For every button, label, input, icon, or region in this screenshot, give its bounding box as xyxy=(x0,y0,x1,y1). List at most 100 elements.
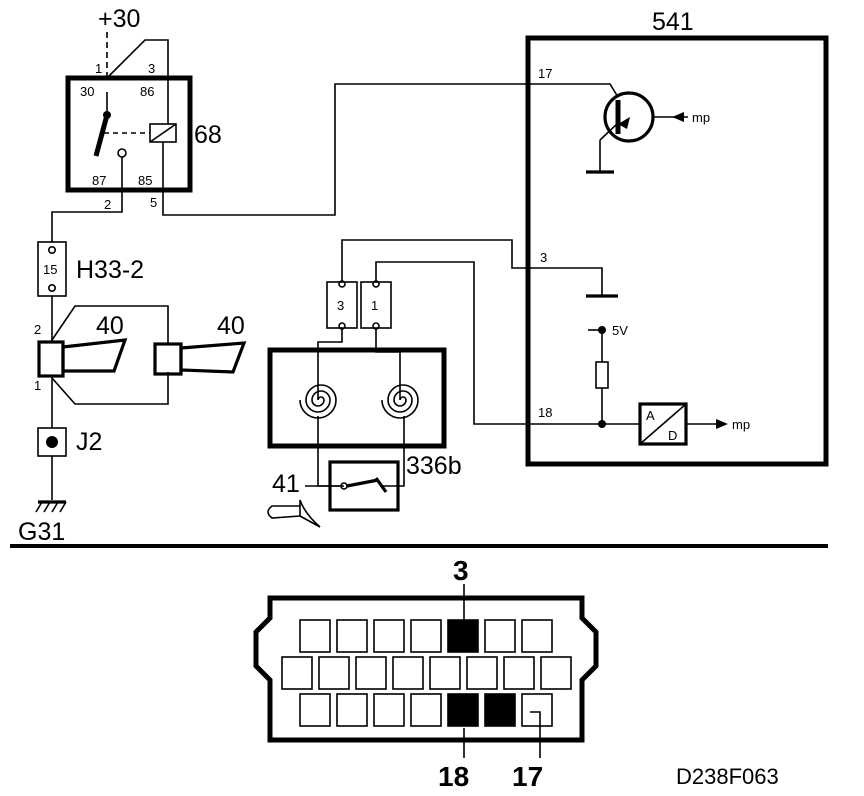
ecu-label: 541 xyxy=(652,8,694,36)
relay-input-link xyxy=(106,39,169,79)
relay-pin-3: 3 xyxy=(148,61,155,76)
connector-pin-r1-4 xyxy=(410,619,442,653)
relay-68: +30 1 3 30 86 87 85 68 2 5 xyxy=(65,5,222,212)
adc-output-arrow xyxy=(716,419,728,429)
connector-pin-r3-3 xyxy=(373,693,405,727)
relay-switch-arm xyxy=(93,114,110,157)
wiring xyxy=(51,83,619,500)
transistor-circle xyxy=(603,91,655,143)
pressure-switch-lever xyxy=(374,477,388,493)
sensor-336b: 3 1 336b xyxy=(267,280,462,512)
horn41-label: 41 xyxy=(272,470,300,498)
adc-d-label: D xyxy=(668,428,677,443)
connector-shell xyxy=(253,595,599,743)
relay-box xyxy=(65,75,193,193)
relay-pin-86: 86 xyxy=(140,84,154,99)
sensor-conn-1-top-pin xyxy=(372,280,380,288)
horn-left-bell xyxy=(61,338,128,373)
wire-horn-return xyxy=(51,372,169,405)
ground-label: G31 xyxy=(18,518,65,546)
sensor-conn-3-top-pin xyxy=(338,280,346,288)
pullup-resistor xyxy=(595,361,609,389)
connector-pin-r3-2 xyxy=(336,693,368,727)
ground-hatch-2 xyxy=(43,501,51,513)
relay-out-pin-2: 2 xyxy=(104,197,111,212)
horn-connector-pin-1: 1 xyxy=(34,378,41,393)
connector-pin-r2-5 xyxy=(429,656,461,690)
relay-coil-slash xyxy=(149,123,177,143)
sensor-coil-left xyxy=(299,384,337,419)
ground-g31: G31 xyxy=(18,500,67,546)
ecu-mp-bottom: mp xyxy=(732,417,750,432)
connector-pin-r2-6 xyxy=(466,656,498,690)
sensor-body xyxy=(267,347,447,449)
fuse-h33-2: 15 H33-2 xyxy=(37,241,144,297)
ecu-541: 541 17 mp 3 5V 18 A D mp xyxy=(525,8,829,467)
sensor-coil-right xyxy=(381,384,419,419)
sensor-connector-1 xyxy=(360,281,392,329)
connector-pin-r3-6 xyxy=(484,693,516,727)
supply-label: +30 xyxy=(98,5,140,33)
wire-ecu-17-to-transistor xyxy=(528,83,619,98)
wire-sensor-1-to-ecu-18 xyxy=(375,261,528,425)
horn-connector-pin-2: 2 xyxy=(34,322,41,337)
wire-relay-to-ecu-17 xyxy=(162,83,528,216)
ecu-pin-3: 3 xyxy=(540,250,547,265)
connector-row-2 xyxy=(281,656,572,690)
ecu-mp-top: mp xyxy=(692,110,710,125)
connector-pin-r2-7 xyxy=(503,656,535,690)
sensor-connector-3 xyxy=(326,281,358,329)
connector-pin-r2-4 xyxy=(392,656,424,690)
relay-pin-87: 87 xyxy=(92,173,106,188)
wire-coil-to-switch-right xyxy=(380,416,405,487)
ecu-pin-18: 18 xyxy=(538,405,552,420)
horn-41: 41 xyxy=(267,470,344,528)
ground-hatch-1 xyxy=(35,501,43,513)
connector-pin-r3-4 xyxy=(410,693,442,727)
connector-row-3 xyxy=(299,693,553,727)
ecu-pin-17: 17 xyxy=(538,66,552,81)
connector-pin-r1-6 xyxy=(484,619,516,653)
horn41-bell xyxy=(299,499,321,528)
connector-pin-r1-2 xyxy=(336,619,368,653)
connector-pin-r1-1 xyxy=(299,619,331,653)
horn-left-label: 40 xyxy=(96,312,124,340)
relay-label: 68 xyxy=(194,121,222,149)
sensor-conn-1-bottom-pin xyxy=(372,322,380,330)
ground-hatch-4 xyxy=(59,501,67,513)
connector-pin-17-label: 17 xyxy=(512,761,543,792)
junction-label: J2 xyxy=(76,428,102,456)
ecu-connector: 3 18 17 xyxy=(253,555,599,792)
connector-pin-r3-1 xyxy=(299,693,331,727)
connector-pin-r2-2 xyxy=(318,656,350,690)
relay-pin-30: 30 xyxy=(80,84,94,99)
relay-pin-1: 1 xyxy=(95,61,102,76)
junction-j2: J2 xyxy=(37,427,102,457)
junction-dot xyxy=(46,436,58,448)
ecu-pin3-wire xyxy=(528,267,603,296)
relay-out-pin-5: 5 xyxy=(150,195,157,210)
connector-pin-r3-5 xyxy=(447,693,479,727)
transistor-arrow xyxy=(618,117,630,129)
connector-pin-3-label: 3 xyxy=(453,555,469,586)
transistor-emitter xyxy=(599,122,619,141)
connector-pin-r1-5 xyxy=(447,619,479,653)
transistor-control-arrow xyxy=(672,112,684,122)
connector-row-1 xyxy=(299,619,553,653)
pressure-switch-arm xyxy=(346,478,379,488)
ecu-box xyxy=(525,35,829,467)
connector-pin-r3-7 xyxy=(521,693,553,727)
sensor-conn-3-label: 3 xyxy=(337,298,344,313)
junction-box xyxy=(37,427,67,457)
fuse-rating: 15 xyxy=(43,262,57,277)
wire-relay-to-fuse xyxy=(51,190,123,242)
horns-40: 2 1 40 40 xyxy=(34,305,247,405)
relay-pin-85: 85 xyxy=(138,173,152,188)
connector-pin-r2-1 xyxy=(281,656,313,690)
horn41-tube xyxy=(267,505,301,519)
connector-pin-r2-3 xyxy=(355,656,387,690)
wire-sensor-1-to-coil xyxy=(375,328,401,400)
wire-horn-feed xyxy=(51,305,169,344)
supply-5v-label: 5V xyxy=(612,323,628,338)
